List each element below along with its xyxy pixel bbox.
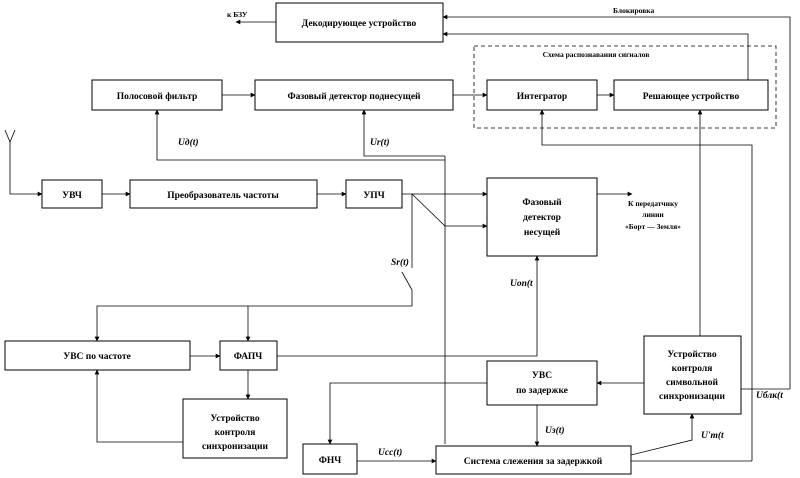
integrator-block: Интегратор <box>486 79 598 111</box>
upch-block: УПЧ <box>345 179 403 209</box>
fapch-block: ФАПЧ <box>219 340 278 371</box>
decoder-label: Декодирующее устройство <box>302 18 417 29</box>
uvs-delay-line2: по задержке <box>516 386 568 396</box>
integrator-feed <box>539 109 753 461</box>
decoder-block: Декодирующее устройство <box>275 2 444 43</box>
sync-control-line1: Устройство <box>210 413 259 424</box>
signal-sr: Sr(t) <box>391 257 409 268</box>
uvch-block: УВЧ <box>41 179 103 209</box>
sr-switch-contact <box>401 271 413 291</box>
ud-feed <box>154 109 445 161</box>
signal-ud: Uд(t) <box>178 137 199 148</box>
delay-tracking-label: Система слежения за задержкой <box>464 456 603 467</box>
uvs-frequency-label: УВС по частоте <box>63 352 131 362</box>
subcarrier-detector-block: Фазовый детектор поднесущей <box>254 79 454 111</box>
tracking-to-symbol-sync <box>630 413 695 456</box>
upch-label: УПЧ <box>363 191 384 201</box>
sync-control-to-uvs-freq <box>94 369 183 443</box>
uvs-delay-to-fnch <box>327 382 487 445</box>
to-transmitter-line3: «Борт — Земля» <box>625 222 681 231</box>
fapch-label: ФАПЧ <box>234 352 263 362</box>
sync-control-line3: синхронизации <box>202 442 268 452</box>
sync-control-line2: контроля <box>215 428 256 438</box>
ur-feed <box>361 109 445 157</box>
symbol-sync-block: Устройство контроля символьной синхрониз… <box>643 335 742 415</box>
signal-uop: Uоп(t <box>510 278 533 289</box>
carrier-detector-line3: несущей <box>524 227 561 238</box>
uvs-frequency-block: УВС по частоте <box>4 340 191 371</box>
connections <box>4 14 791 464</box>
fnch-block: ФНЧ <box>302 443 358 475</box>
to-bzu-label: к БЗУ <box>227 10 248 19</box>
recognition-scheme-group: Схема распознавания сигналов <box>473 45 777 129</box>
carrier-detector-line1: Фазовый <box>522 197 562 208</box>
to-transmitter-line1: К передатчику <box>628 199 678 208</box>
subcarrier-detector-label: Фазовый детектор поднесущей <box>287 91 421 102</box>
uvs-delay-block: УВС по задержке <box>486 360 598 406</box>
decision-block: Решающее устройство <box>613 79 769 111</box>
signal-utr: U'т(t <box>701 430 724 441</box>
blocking-line <box>442 14 791 389</box>
bandpass-filter-block: Полосовой фильтр <box>91 79 223 111</box>
to-transmitter-line2: линии <box>642 210 664 219</box>
carrier-detector-block: Фазовый детектор несущей <box>486 177 598 257</box>
signal-uz: Uз(t) <box>545 425 565 436</box>
symbol-sync-line4: синхронизации <box>659 392 725 402</box>
signal-ur: Ur(t) <box>370 137 390 148</box>
recognition-scheme-label: Схема распознавания сигналов <box>543 50 650 59</box>
sync-control-block: Устройство контроля синхронизации <box>182 398 288 459</box>
antenna-to-uvch <box>9 142 43 197</box>
signal-ublk: Uблк(t <box>756 390 783 401</box>
fnch-label: ФНЧ <box>319 456 342 466</box>
integrator-label: Интегратор <box>517 92 567 102</box>
uvch-label: УВЧ <box>62 191 82 201</box>
freq-converter-block: Преобразователь частоты <box>129 179 318 209</box>
fapch-to-carrier-detector <box>277 255 540 357</box>
symbol-sync-line1: Устройство <box>667 349 716 360</box>
symbol-sync-line2: контроля <box>672 364 713 374</box>
blocking-label: Блокировка <box>613 6 654 15</box>
to-transmitter-note: К передатчику линии «Борт — Земля» <box>625 199 681 231</box>
decision-label: Решающее устройство <box>643 91 740 102</box>
uvs-delay-line1: УВС <box>532 371 552 381</box>
decision-to-decoder <box>442 31 749 80</box>
upch-tap-to-carrier-detector <box>411 193 488 229</box>
sr-to-fapch-branch <box>94 290 413 342</box>
signal-uss: Uсс(t) <box>378 447 402 458</box>
antenna-icon <box>4 129 16 144</box>
delay-tracking-block: Система слежения за задержкой <box>435 445 632 475</box>
freq-converter-label: Преобразователь частоты <box>167 190 279 201</box>
symbol-sync-line3: символьной <box>666 377 718 388</box>
carrier-detector-line2: детектор <box>523 213 561 223</box>
bandpass-label: Полосовой фильтр <box>117 91 198 102</box>
